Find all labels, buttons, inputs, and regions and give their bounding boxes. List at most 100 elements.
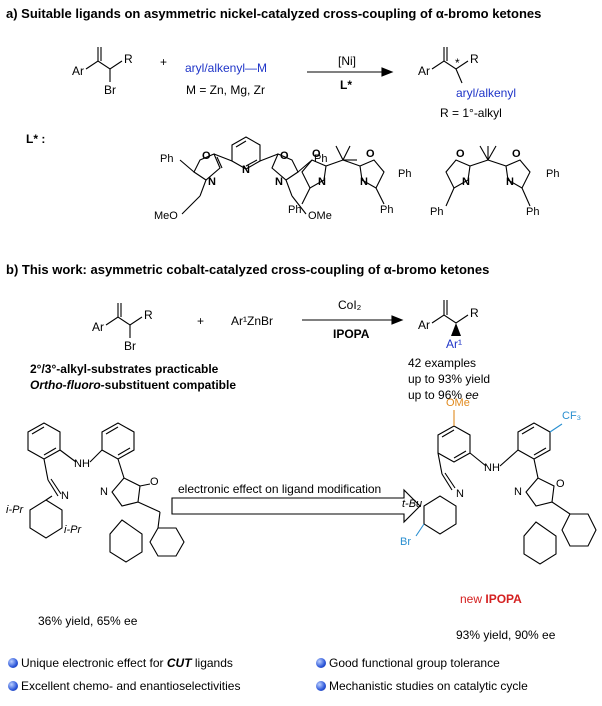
- right-n-ox: N: [514, 486, 522, 498]
- l2-o-right: O: [366, 148, 375, 160]
- feature-4: Mechanistic studies on catalytic cycle: [316, 679, 528, 693]
- l3-n-left: N: [462, 176, 470, 188]
- right-cf3: CF₃: [562, 410, 582, 422]
- a-substrate-r: R: [124, 52, 133, 66]
- b-product-ar1: Ar¹: [446, 337, 462, 351]
- right-br: Br: [400, 536, 411, 548]
- l2-n-left: N: [318, 176, 326, 188]
- l1-n-right: N: [275, 176, 283, 188]
- hollow-arrow: [171, 488, 421, 524]
- b-substrate-ar: Ar: [92, 320, 104, 334]
- a-metals: M = Zn, Mg, Zr: [186, 83, 266, 97]
- right-o-ox: O: [556, 478, 565, 490]
- panel-a-product-bonds: [431, 47, 469, 84]
- left-ipr-2: i-Pr: [64, 524, 82, 536]
- l1-n-py: N: [242, 164, 250, 176]
- feature-1-pre: Unique electronic effect for: [21, 656, 167, 670]
- right-nh: NH: [484, 462, 500, 474]
- a-reagent: aryl/alkenyl—M: [185, 61, 268, 75]
- b-ee-prefix: up to 96%: [408, 388, 466, 402]
- b-yield: up to 93% yield: [408, 372, 491, 386]
- feature-2: Good functional group tolerance: [316, 656, 500, 670]
- a-ligand: L*: [340, 78, 352, 92]
- right-name: new IPOPA: [460, 592, 522, 606]
- b-product-ar: Ar: [418, 318, 430, 332]
- feature-1: Unique electronic effect for CUT ligands: [8, 656, 233, 670]
- panel-a-arrow: [307, 67, 394, 77]
- a-substrate-ar: Ar: [72, 64, 84, 78]
- right-result: 93% yield, 90% ee: [456, 628, 556, 642]
- left-result: 36% yield, 65% ee: [38, 614, 138, 628]
- a-product-star: *: [455, 56, 460, 70]
- ligand-3-bonds: [445, 145, 531, 207]
- b-note-1: 2°/3°-alkyl-substrates practicable: [30, 362, 219, 376]
- b-ligand: IPOPA: [333, 327, 370, 341]
- a-product-r: R: [470, 52, 479, 66]
- l3-ph-bl: Ph: [430, 206, 444, 218]
- left-ligand-bonds: [27, 422, 185, 563]
- a-plus: +: [160, 55, 168, 69]
- l3-o-left: O: [456, 148, 465, 160]
- right-name-ipopa: IPOPA: [485, 592, 522, 606]
- l3-n-right: N: [506, 176, 514, 188]
- l1-n-left: N: [208, 176, 216, 188]
- left-n-imine: N: [61, 490, 69, 502]
- l2-ph-right: Ph: [380, 204, 394, 216]
- l1-ph-left: Ph: [160, 153, 174, 165]
- l1-ph-right: Ph: [314, 153, 328, 165]
- panel-b-arrow: [302, 315, 404, 325]
- b-note-2-italic: Ortho-fluoro: [30, 378, 101, 392]
- b-substrate-r: R: [144, 308, 153, 322]
- b-product-r: R: [470, 306, 479, 320]
- l3-o-right: O: [512, 148, 521, 160]
- panel-a-substrate-bonds: [85, 47, 123, 82]
- left-n-ox: N: [100, 486, 108, 498]
- l1-meo: MeO: [154, 210, 178, 222]
- a-r-note: R = 1°-alkyl: [440, 106, 502, 120]
- l2-n-right: N: [360, 176, 368, 188]
- l1-o-right: O: [280, 150, 289, 162]
- a-catalyst: [Ni]: [338, 54, 356, 68]
- b-ee: up to 96% ee: [408, 388, 479, 402]
- left-nh: NH: [74, 458, 90, 470]
- b-note-2: Ortho-fluoro-substituent compatible: [30, 378, 236, 392]
- right-n-imine: N: [456, 488, 464, 500]
- panel-a-title: a) Suitable ligands on asymmetric nickel…: [6, 6, 542, 21]
- b-ee-italic: ee: [465, 388, 479, 402]
- left-o-ox: O: [150, 476, 159, 488]
- bullet-icon: [8, 681, 18, 691]
- feature-2-text: Good functional group tolerance: [329, 656, 500, 670]
- arrow-text: electronic effect on ligand modification: [178, 482, 382, 496]
- b-reagent: Ar¹ZnBr: [231, 314, 273, 328]
- feature-1-post: ligands: [191, 656, 233, 670]
- b-substrate-br: Br: [124, 339, 136, 353]
- b-catalyst: CoI₂: [338, 298, 362, 312]
- feature-1-em: CUT: [166, 656, 192, 670]
- b-note-2-rest: -substituent compatible: [100, 378, 236, 392]
- right-ome: OMe: [446, 397, 470, 409]
- bullet-icon: [316, 658, 326, 668]
- l1-ome: OMe: [308, 210, 332, 222]
- l3-ph-tl: Ph: [398, 168, 412, 180]
- l2-ph-left: Ph: [288, 204, 302, 216]
- l1-o-left: O: [202, 150, 211, 162]
- ligand-label: L* :: [26, 132, 46, 146]
- panel-b-product-bonds: [431, 300, 469, 336]
- panel-b-substrate-bonds: [105, 303, 143, 338]
- b-plus: +: [197, 314, 205, 328]
- left-ipr-1: i-Pr: [6, 504, 24, 516]
- bullet-icon: [8, 658, 18, 668]
- feature-3-text: Excellent chemo- and enantioselectivitie…: [21, 679, 241, 693]
- l2-o-left: O: [312, 148, 321, 160]
- a-product-ar: Ar: [418, 64, 430, 78]
- right-ligand-bonds: [415, 410, 597, 565]
- panel-b-title: b) This work: asymmetric cobalt-catalyze…: [6, 262, 490, 277]
- feature-4-text: Mechanistic studies on catalytic cycle: [329, 679, 528, 693]
- b-examples: 42 examples: [408, 356, 477, 370]
- a-substrate-br: Br: [104, 83, 116, 97]
- bullet-icon: [316, 681, 326, 691]
- right-tbu: t-Bu: [402, 498, 423, 510]
- l3-ph-tr: Ph: [546, 168, 560, 180]
- right-name-prefix: new: [460, 592, 486, 606]
